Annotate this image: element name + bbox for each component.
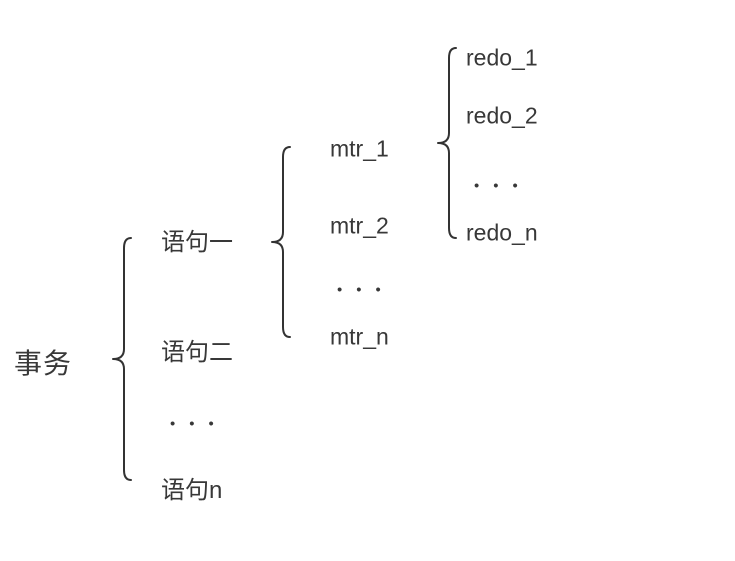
statement-2-label: 语句二 [161,339,233,366]
mtr-1-label: mtr_1 [330,135,389,162]
statement-n-label: 语句n [161,477,223,504]
redo-n-label: redo_n [466,219,538,246]
redo-2-label: redo_2 [466,102,538,129]
statement-1-label: 语句一 [161,229,233,256]
transaction-brace-icon [112,237,132,481]
mtrs-ellipsis: ••• [337,281,395,299]
transaction-label: 事务 [14,348,73,379]
statements-ellipsis: ••• [170,415,228,433]
mtr-2-label: mtr_2 [330,212,389,239]
mtr-brace-icon [437,47,457,239]
redo-1-label: redo_1 [466,44,538,71]
redos-ellipsis: ••• [474,177,532,195]
mtr-n-label: mtr_n [330,323,389,350]
statement-brace-icon [271,146,291,338]
